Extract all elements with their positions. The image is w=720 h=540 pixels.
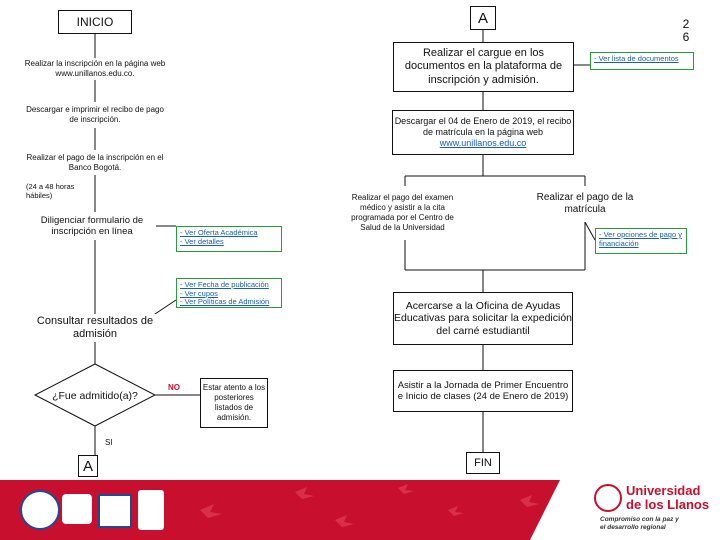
link-ver-cupos[interactable]: - Ver cupos bbox=[180, 288, 218, 298]
step-estar-atento: Estar atento a los posteriores listados … bbox=[200, 378, 268, 428]
note-fechas: - Ver Fecha de publicación - Ver cupos -… bbox=[176, 278, 282, 308]
fin-label: FIN bbox=[474, 457, 492, 469]
connector-a-top-label: A bbox=[477, 9, 488, 27]
step-pago-inscripcion-text: Realizar el pago de la inscripción en el… bbox=[26, 152, 164, 172]
step-resultados-text: Consultar resultados de admisión bbox=[36, 315, 154, 340]
link-unillanos-web[interactable]: www.unillanos.edu.co bbox=[439, 138, 527, 149]
link-politicas-admision[interactable]: - Ver Políticas de Admisión bbox=[180, 297, 270, 307]
partner-logo-2-icon bbox=[62, 494, 92, 524]
connector-a-bottom: A bbox=[78, 455, 98, 477]
link-lista-documentos[interactable]: - Ver lista de documentos bbox=[594, 54, 679, 63]
step-inscripcion: Realizar la inscripción en la página web… bbox=[15, 58, 175, 80]
step-examen-medico: Realizar el pago del examen médico y asi… bbox=[340, 186, 465, 240]
step-estar-atento-text: Estar atento a los posteriores listados … bbox=[202, 383, 266, 422]
step-descargar-matricula-text: Descargar el 04 de Enero de 2019, el rec… bbox=[393, 116, 573, 150]
tiempo-pago-label: (24 a 48 horas hábiles) bbox=[26, 182, 75, 200]
inicio-node: INICIO bbox=[58, 10, 132, 34]
fin-node: FIN bbox=[466, 452, 500, 474]
step-descargar-recibo: Descargar e imprimir el recibo de pago d… bbox=[25, 102, 165, 128]
university-slogan: Compromiso con la paz y el desarrollo re… bbox=[600, 516, 679, 532]
partner-logo-4-icon bbox=[138, 490, 164, 530]
university-name-line2: de los Llanos bbox=[626, 496, 710, 512]
step-pago-inscripcion: Realizar el pago de la inscripción en el… bbox=[22, 150, 168, 175]
si-label: SI bbox=[105, 438, 113, 447]
connector-a-bottom-label: A bbox=[82, 457, 93, 475]
slogan-line2: el desarrollo regional bbox=[600, 523, 666, 531]
link-oferta-academica[interactable]: - Ver Oferta Académica bbox=[180, 228, 258, 237]
step-inscripcion-text: Realizar la inscripción en la página web… bbox=[24, 59, 166, 78]
step-oficina-ayudas: Acercarse a la Oficina de Ayudas Educati… bbox=[393, 292, 573, 345]
no-label: NO bbox=[168, 383, 180, 392]
connector-a-top: A bbox=[470, 6, 496, 30]
step-formulario: Diligenciar formulario de inscripción en… bbox=[28, 212, 156, 240]
university-name-line1: Universidad bbox=[626, 483, 701, 498]
step-jornada-inicio-text: Asistir a la Jornada de Primer Encuentro… bbox=[397, 379, 569, 402]
unillanos-seal-icon bbox=[594, 484, 622, 512]
note-oferta: - Ver Oferta Académica - Ver detalles bbox=[176, 226, 282, 252]
link-fecha-publicacion[interactable]: - Ver Fecha de publicación bbox=[180, 280, 269, 289]
step-examen-medico-text: Realizar el pago del examen médico y asi… bbox=[351, 193, 454, 232]
footer-banner: Universidad de los Llanos Compromiso con… bbox=[0, 480, 720, 540]
flow-connectors bbox=[33, 30, 596, 455]
step-formulario-text: Diligenciar formulario de inscripción en… bbox=[40, 214, 144, 237]
step-descargar-matricula: Descargar el 04 de Enero de 2019, el rec… bbox=[392, 110, 574, 155]
step-resultados: Consultar resultados de admisión bbox=[20, 314, 170, 342]
step-pago-matricula-text: Realizar el pago de la matrícula bbox=[536, 192, 634, 215]
decision-admitido: ¿Fue admitido(a)? bbox=[50, 381, 140, 411]
step-cargue-documentos-text: Realizar el cargue en los documentos en … bbox=[404, 47, 563, 86]
university-name: Universidad de los Llanos bbox=[626, 484, 709, 511]
step-descargar-matricula-prefix: Descargar el 04 de Enero de 2019, el rec… bbox=[394, 115, 572, 137]
page-number: 2 6 bbox=[682, 17, 690, 45]
footer-decoration bbox=[0, 480, 720, 540]
note-pago: - Ver opciones de pago y financiación bbox=[595, 228, 687, 254]
partner-logo-1-icon bbox=[20, 490, 60, 530]
link-opciones-pago[interactable]: - Ver opciones de pago y financiación bbox=[599, 230, 682, 248]
note-documentos: - Ver lista de documentos bbox=[590, 52, 694, 70]
step-oficina-ayudas-text: Acercarse a la Oficina de Ayudas Educati… bbox=[394, 299, 573, 337]
inicio-label: INICIO bbox=[76, 15, 114, 29]
step-pago-matricula: Realizar el pago de la matrícula bbox=[530, 186, 640, 222]
bird-silhouettes-icon bbox=[200, 484, 539, 527]
decision-diamond bbox=[33, 363, 157, 427]
partner-logo-3-icon bbox=[98, 494, 132, 528]
decision-admitido-text: ¿Fue admitido(a)? bbox=[52, 389, 138, 402]
link-ver-detalles[interactable]: - Ver detalles bbox=[180, 236, 224, 246]
slogan-line1: Compromiso con la paz y bbox=[600, 516, 679, 523]
step-cargue-documentos: Realizar el cargue en los documentos en … bbox=[393, 42, 574, 92]
step-jornada-inicio: Asistir a la Jornada de Primer Encuentro… bbox=[393, 370, 573, 412]
step-descargar-recibo-text: Descargar e imprimir el recibo de pago d… bbox=[26, 105, 164, 124]
